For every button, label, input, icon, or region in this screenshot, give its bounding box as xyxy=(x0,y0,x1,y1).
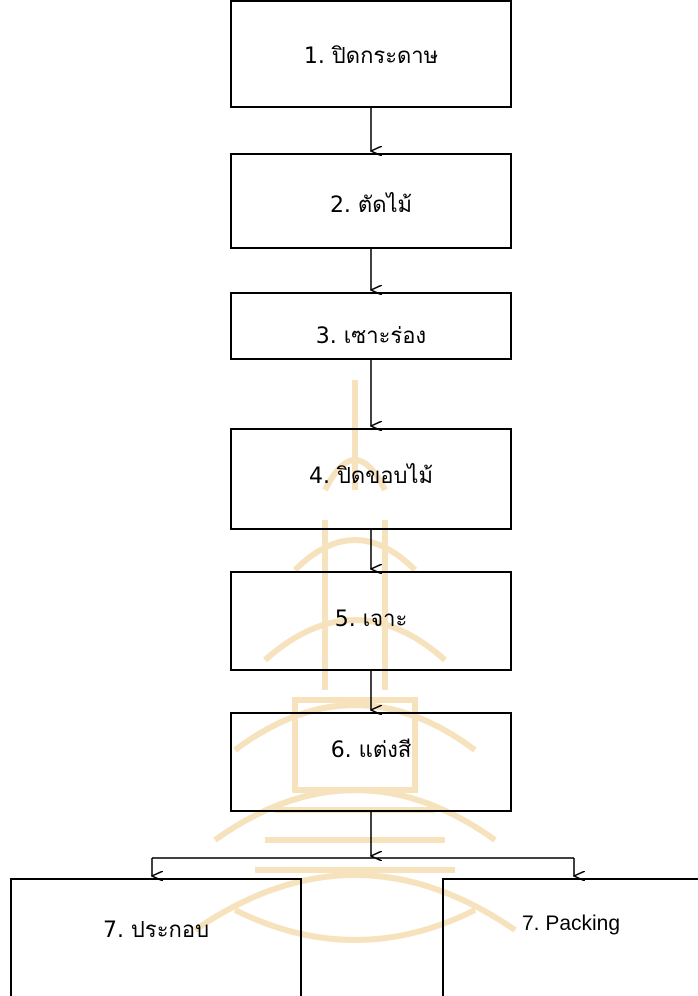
step-box-7-packing: 7. Packing xyxy=(442,878,698,996)
step-label-3: 3. เซาะร่อง xyxy=(315,324,427,349)
step-label-7-assembly: 7. ประกอบ xyxy=(102,918,210,943)
step-box-3: 3. เซาะร่อง xyxy=(230,292,512,360)
step-label-4: 4. ปิดขอบไม้ xyxy=(308,464,434,489)
step-box-6: 6. แต่งสี xyxy=(230,712,512,812)
step-label-6: 6. แต่งสี xyxy=(330,738,412,763)
step-label-7-packing: 7. Packing xyxy=(521,912,621,935)
step-label-2: 2. ตัดไม้ xyxy=(329,193,413,218)
step-box-7-assembly: 7. ประกอบ xyxy=(10,878,302,996)
step-label-1: 1. ปิดกระดาษ xyxy=(303,44,439,69)
step-box-5: 5. เจาะ xyxy=(230,571,512,671)
step-label-5: 5. เจาะ xyxy=(334,607,408,632)
step-box-2: 2. ตัดไม้ xyxy=(230,153,512,249)
step-box-1: 1. ปิดกระดาษ xyxy=(230,0,512,108)
step-box-4: 4. ปิดขอบไม้ xyxy=(230,428,512,530)
